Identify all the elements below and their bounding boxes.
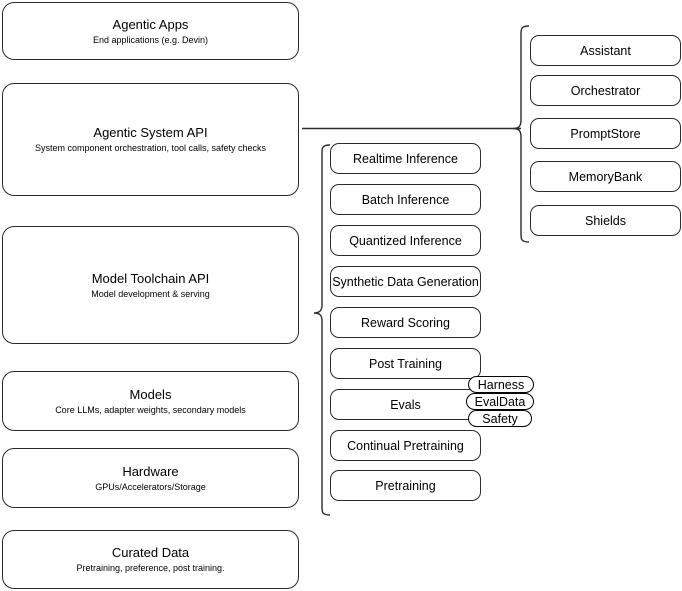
evals-subcomponent-label: Safety [482,411,518,426]
layer-title: Curated Data [111,545,190,560]
brace-middle-column [313,144,331,516]
capability-label: Reward Scoring [361,315,450,330]
capability-box-post-training[interactable]: Post Training [330,348,481,379]
capability-label: Batch Inference [361,192,450,207]
capability-label: Evals [390,397,421,412]
evals-subcomponent-safety[interactable]: Safety [468,410,532,427]
evals-subcomponent-label: Harness [477,377,525,392]
capability-box-batch-inference[interactable]: Batch Inference [330,184,481,215]
layer-subtitle: Pretraining, preference, post training. [76,563,225,573]
evals-subcomponent-label: EvalData [474,394,526,409]
capability-box-reward-scoring[interactable]: Reward Scoring [330,307,481,338]
capability-box-realtime-inference[interactable]: Realtime Inference [330,143,481,174]
layer-title: Models [129,386,172,402]
capability-label: Realtime Inference [353,151,458,166]
system-component-box-orchestrator[interactable]: Orchestrator [530,75,681,106]
capability-box-pretraining[interactable]: Pretraining [330,470,481,501]
evals-subcomponent-evaldata[interactable]: EvalData [466,393,534,410]
capability-box-continual-pretraining[interactable]: Continual Pretraining [330,430,481,461]
layer-box-model-toolchain-api[interactable]: Model Toolchain API Model development & … [2,226,299,344]
layer-subtitle: Model development & serving [91,288,210,299]
evals-subcomponent-harness[interactable]: Harness [468,376,534,393]
layer-box-curated-data[interactable]: Curated Data Pretraining, preference, po… [2,530,299,589]
capability-label: Quantized Inference [349,233,462,248]
system-component-label: Shields [585,213,626,228]
layer-title: Model Toolchain API [91,270,210,286]
system-component-label: Orchestrator [570,83,641,98]
layer-subtitle: End applications (e.g. Devin) [92,34,209,45]
system-component-box-memorybank[interactable]: MemoryBank [530,161,681,192]
brace-right-column [512,25,530,243]
capability-box-synthetic-data-generation[interactable]: Synthetic Data Generation [330,266,481,297]
capability-label: Pretraining [375,478,436,493]
layer-title: Hardware [122,463,179,479]
system-component-box-shields[interactable]: Shields [530,205,681,236]
layer-box-models[interactable]: Models Core LLMs, adapter weights, secon… [2,371,299,431]
layer-box-agentic-system-api[interactable]: Agentic System API System component orch… [2,83,299,196]
system-component-box-assistant[interactable]: Assistant [530,35,681,66]
capability-box-quantized-inference[interactable]: Quantized Inference [330,225,481,256]
capability-box-evals[interactable]: Evals [330,389,481,420]
layer-box-hardware[interactable]: Hardware GPUs/Accelerators/Storage [2,448,299,508]
layer-title: Agentic System API [93,125,208,140]
layer-subtitle: Core LLMs, adapter weights, secondary mo… [55,404,246,415]
capability-label: Synthetic Data Generation [332,274,479,289]
system-component-label: PromptStore [570,126,641,141]
system-component-box-promptstore[interactable]: PromptStore [530,118,681,149]
layer-title: Agentic Apps [112,16,189,32]
system-component-label: Assistant [580,43,631,58]
system-component-label: MemoryBank [568,169,643,184]
capability-label: Continual Pretraining [347,438,464,453]
layer-subtitle: System component orchestration, tool cal… [34,143,267,153]
capability-label: Post Training [369,356,442,371]
layer-box-agentic-apps[interactable]: Agentic Apps End applications (e.g. Devi… [2,2,299,60]
layer-subtitle: GPUs/Accelerators/Storage [95,481,206,492]
